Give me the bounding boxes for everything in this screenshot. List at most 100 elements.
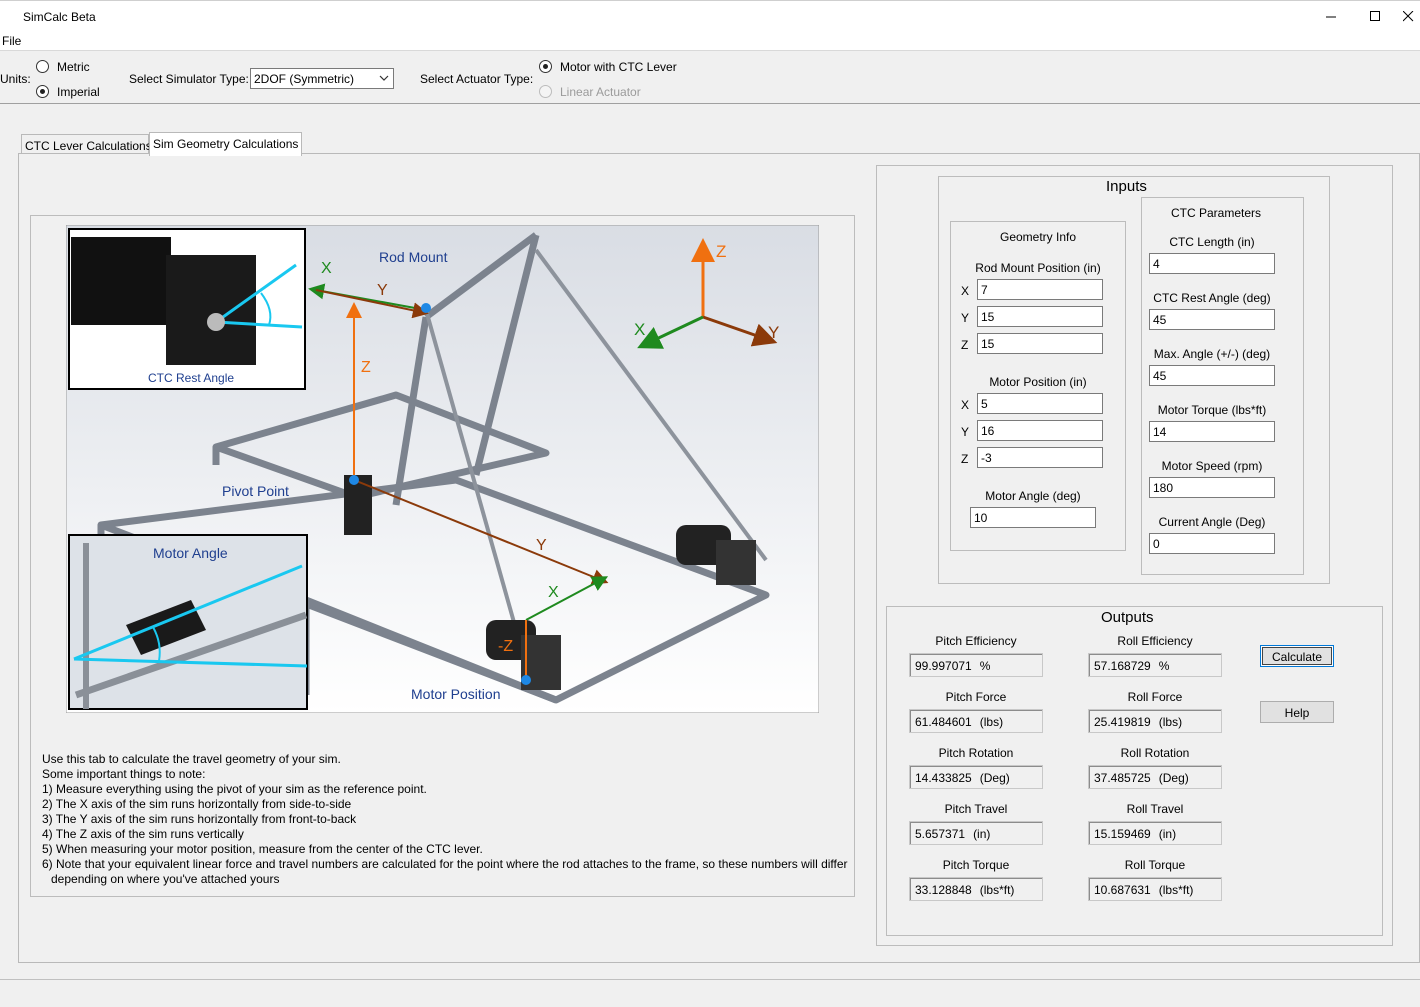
pivot-point-label: Pivot Point (222, 483, 289, 499)
geometry-info-group (950, 221, 1126, 551)
tab-sim-geometry[interactable]: Sim Geometry Calculations (149, 132, 302, 156)
title-bar: SimCalc Beta (0, 0, 1420, 31)
motor-position-label: Motor Position (411, 686, 500, 702)
roll-force-output: 25.419819(lbs) (1088, 709, 1222, 733)
sim-type-value: 2DOF (Symmetric) (254, 72, 354, 86)
motor-z-input[interactable]: -3 (977, 447, 1103, 468)
rod-mount-y-input[interactable]: 15 (977, 306, 1103, 327)
pitch-travel-unit: (in) (973, 827, 991, 841)
roll-rotation-unit: (Deg) (1158, 771, 1189, 785)
roll-travel-value: 15.159469 (1094, 827, 1151, 841)
tab-label: CTC Lever Calculations (25, 139, 152, 153)
motor-position-field-label: Motor Position (in) (989, 375, 1087, 389)
roll-torque-value: 10.687631 (1094, 883, 1151, 897)
help-button[interactable]: Help (1260, 701, 1334, 723)
reference-y-arrow (702, 315, 778, 347)
maximize-button[interactable] (1352, 1, 1398, 32)
ctc-rest-angle-inset: CTC Rest Angle (68, 228, 306, 390)
motor-angle-label: Motor Angle (153, 545, 228, 561)
note-line: 1) Measure everything using the pivot of… (42, 782, 427, 796)
pitch-force-label: Pitch Force (945, 690, 1007, 704)
roll-travel-output: 15.159469 (in) (1088, 821, 1222, 845)
metric-label: Metric (57, 60, 90, 74)
motor-angle-inset: Motor Angle (68, 534, 308, 710)
motor-speed-input[interactable]: 180 (1149, 477, 1275, 498)
pitch-efficiency-label: Pitch Efficiency (935, 634, 1017, 648)
sim-type-select[interactable]: 2DOF (Symmetric) (250, 68, 394, 89)
x-axis-arrow-motor (525, 576, 609, 621)
max-angle-label: Max. Angle (+/-) (deg) (1153, 347, 1271, 361)
pitch-rotation-label: Pitch Rotation (938, 746, 1014, 760)
rod-mount-x-input[interactable]: 7 (977, 279, 1103, 300)
minimize-button[interactable] (1308, 1, 1354, 32)
minimize-icon (1325, 16, 1336, 18)
rod-x-label: X (961, 284, 970, 298)
linear-actuator-label: Linear Actuator (560, 85, 641, 99)
ctc-rest-angle-label: CTC Rest Angle (148, 371, 234, 385)
status-bar (0, 979, 1420, 1007)
motor-y-input[interactable]: 16 (977, 420, 1103, 441)
max-angle-input[interactable]: 45 (1149, 365, 1275, 386)
ctc-rest-angle-field-label: CTC Rest Angle (deg) (1153, 291, 1271, 305)
rod-mount-dot (421, 303, 431, 313)
pitch-rotation-value: 14.433825 (915, 771, 972, 785)
maximize-icon (1369, 11, 1380, 21)
ctc-rest-angle-input[interactable]: 45 (1149, 309, 1275, 330)
y-label-pivot: Y (536, 537, 547, 554)
roll-rotation-value: 37.485725 (1094, 771, 1151, 785)
inputs-group (938, 176, 1330, 584)
pitch-efficiency-unit: % (979, 659, 991, 673)
note-line: depending on where you've attached yours (51, 872, 280, 886)
rod-z-label: Z (961, 338, 969, 352)
outputs-group (886, 606, 1383, 936)
note-line: 4) The Z axis of the sim runs vertically (42, 827, 244, 841)
ctc-length-input[interactable]: 4 (1149, 253, 1275, 274)
pivot-point-dot (349, 475, 359, 485)
actuator-type-label: Select Actuator Type: (420, 72, 534, 86)
close-button[interactable] (1396, 1, 1420, 32)
pivot-motor (344, 475, 372, 535)
current-angle-input[interactable]: 0 (1149, 533, 1275, 554)
menu-file[interactable]: File (2, 34, 22, 48)
imperial-radio[interactable] (36, 85, 49, 98)
pitch-efficiency-output: 99.997071% (909, 653, 1043, 677)
motor-torque-input[interactable]: 14 (1149, 421, 1275, 442)
pitch-force-output: 61.484601(lbs) (909, 709, 1043, 733)
note-line: Use this tab to calculate the travel geo… (42, 752, 341, 766)
reference-x-arrow (637, 315, 704, 349)
note-line: 3) The Y axis of the sim runs horizontal… (42, 812, 357, 826)
pitch-rotation-output: 14.433825(Deg) (909, 765, 1043, 789)
motor-angle-field-label: Motor Angle (deg) (985, 489, 1081, 503)
menu-bar: File (0, 31, 1420, 51)
sim-type-label: Select Simulator Type: (129, 72, 249, 86)
x-label-rod: X (321, 260, 332, 277)
linear-actuator-radio[interactable] (539, 85, 552, 98)
tab-ctc-lever[interactable]: CTC Lever Calculations (21, 134, 152, 155)
motor-ctc-radio[interactable] (539, 60, 552, 73)
ctc-length-label: CTC Length (in) (1169, 235, 1255, 249)
rod-mount-z-input[interactable]: 15 (977, 333, 1103, 354)
pitch-torque-unit: (lbs*ft) (979, 883, 1015, 897)
motor-speed-label: Motor Speed (rpm) (1161, 459, 1263, 473)
reference-x-label: X (634, 320, 645, 339)
diagram-group (30, 215, 855, 897)
roll-force-unit: (lbs) (1158, 715, 1183, 729)
roll-travel-label: Roll Travel (1126, 802, 1184, 816)
motor-x-input[interactable]: 5 (977, 393, 1103, 414)
pitch-torque-label: Pitch Torque (942, 858, 1010, 872)
current-angle-label: Current Angle (Deg) (1158, 515, 1266, 529)
pitch-travel-output: 5.657371(in) (909, 821, 1043, 845)
roll-torque-unit: (lbs*ft) (1158, 883, 1194, 897)
pitch-torque-output: 33.128848(lbs*ft) (909, 877, 1043, 901)
ctc-parameters-title: CTC Parameters (1170, 206, 1262, 220)
motor-position-dot (521, 675, 531, 685)
z-label-pivot: Z (361, 359, 371, 376)
calculate-button[interactable]: Calculate (1260, 645, 1334, 667)
reference-z-label: Z (716, 242, 726, 261)
ctc-parameters-group (1141, 197, 1304, 575)
instructions-text: Use this tab to calculate the travel geo… (42, 752, 852, 887)
roll-efficiency-unit: % (1158, 659, 1170, 673)
metric-radio[interactable] (36, 60, 49, 73)
roll-travel-unit: (in) (1158, 827, 1177, 841)
motor-angle-input[interactable]: 10 (970, 507, 1096, 528)
